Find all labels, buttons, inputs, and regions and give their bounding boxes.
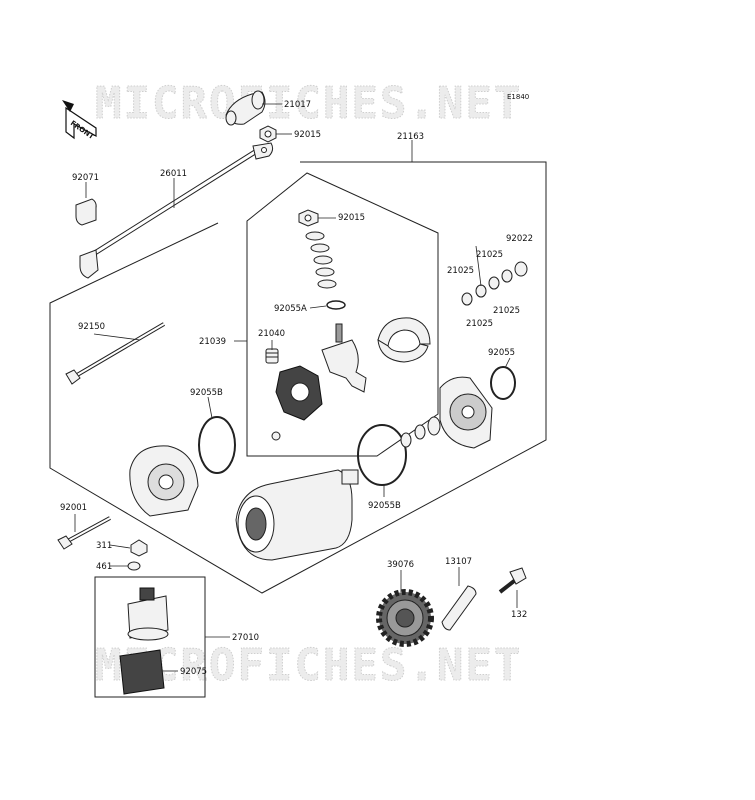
part-label-39076: 39076 <box>387 560 414 570</box>
part-label-92075: 92075 <box>180 667 207 677</box>
part-label-92022: 92022 <box>506 234 533 244</box>
part-label-21017: 21017 <box>284 100 311 110</box>
long-bolt-92150 <box>65 322 166 385</box>
relay-cover-92075 <box>119 649 165 695</box>
part-label-21025-d: 21025 <box>466 319 493 329</box>
starter-assembly-frame <box>49 161 547 594</box>
part-label-92055A: 92055A <box>274 304 307 314</box>
small-washers <box>400 416 441 448</box>
bolt-132 <box>498 567 527 594</box>
oring-92055B-left <box>198 416 236 474</box>
brush-plate-part <box>321 323 367 393</box>
part-label-21163: 21163 <box>397 132 424 142</box>
nut-311 <box>130 539 148 557</box>
part-label-27010: 27010 <box>232 633 259 643</box>
brush-ring-part <box>377 317 431 363</box>
bolt-92001 <box>57 516 111 550</box>
brush-holder-part <box>265 348 323 441</box>
part-label-92015-mid: 92015 <box>338 213 365 223</box>
part-label-92015-top: 92015 <box>294 130 321 140</box>
part-label-21025-a: 21025 <box>476 250 503 260</box>
brush-holder-frame <box>246 172 439 457</box>
part-label-26011: 26011 <box>160 169 187 179</box>
rear-cover-part <box>129 445 199 517</box>
part-label-92001: 92001 <box>60 503 87 513</box>
cover-part-92071 <box>75 198 97 226</box>
washers-21025 <box>461 261 528 306</box>
ring-461 <box>127 561 141 571</box>
terminal-cap-part <box>225 90 266 126</box>
diagram-ref-code: E1840 <box>507 93 529 101</box>
nut-part-mid <box>298 209 319 227</box>
starter-cable-part <box>79 142 274 279</box>
part-label-92055: 92055 <box>488 348 515 358</box>
part-label-21039: 21039 <box>199 337 226 347</box>
part-label-21040: 21040 <box>258 329 285 339</box>
part-label-311: 311 <box>96 541 112 551</box>
oring-92055 <box>490 366 516 400</box>
watermark-bottom: MICROFICHES.NET <box>95 640 522 691</box>
motor-yoke-part <box>235 469 359 561</box>
nut-part-top <box>259 125 277 143</box>
part-label-13107: 13107 <box>445 557 472 567</box>
part-label-21025-c: 21025 <box>493 306 520 316</box>
part-label-461: 461 <box>96 562 112 572</box>
part-label-21025-b: 21025 <box>447 266 474 276</box>
oring-92055B-right <box>357 424 407 486</box>
oring-92055A <box>326 300 346 310</box>
starter-relay-part <box>127 587 169 641</box>
gear-39076 <box>376 589 434 647</box>
part-label-92055B-left: 92055B <box>190 388 223 398</box>
shaft-13107 <box>441 585 477 631</box>
part-label-92071: 92071 <box>72 173 99 183</box>
front-arrow-icon: FRONT <box>62 100 97 141</box>
washer-stack <box>305 231 337 289</box>
part-label-132: 132 <box>511 610 527 620</box>
part-label-92055B-right: 92055B <box>368 501 401 511</box>
watermark-top: MICROFICHES.NET <box>95 78 522 129</box>
front-cover-part <box>439 376 493 449</box>
leader-lines <box>74 103 518 672</box>
part-label-92150: 92150 <box>78 322 105 332</box>
